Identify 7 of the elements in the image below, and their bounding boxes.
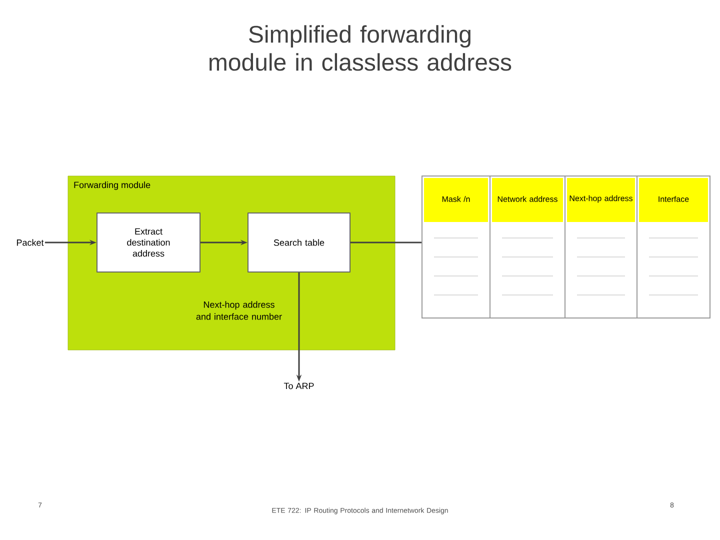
terminal-label: Packet	[17, 239, 44, 246]
edge-label: Next-hop address and interface number	[196, 301, 282, 320]
process-box: Search table	[248, 212, 350, 272]
routing-table: Mask /n Network address Next-hop address Interface	[422, 176, 710, 318]
terminal-label: To ARP	[284, 382, 314, 390]
title: Simplified forwarding module in classless address	[210, 25, 512, 71]
process-box: Extract destination address	[96, 212, 200, 272]
